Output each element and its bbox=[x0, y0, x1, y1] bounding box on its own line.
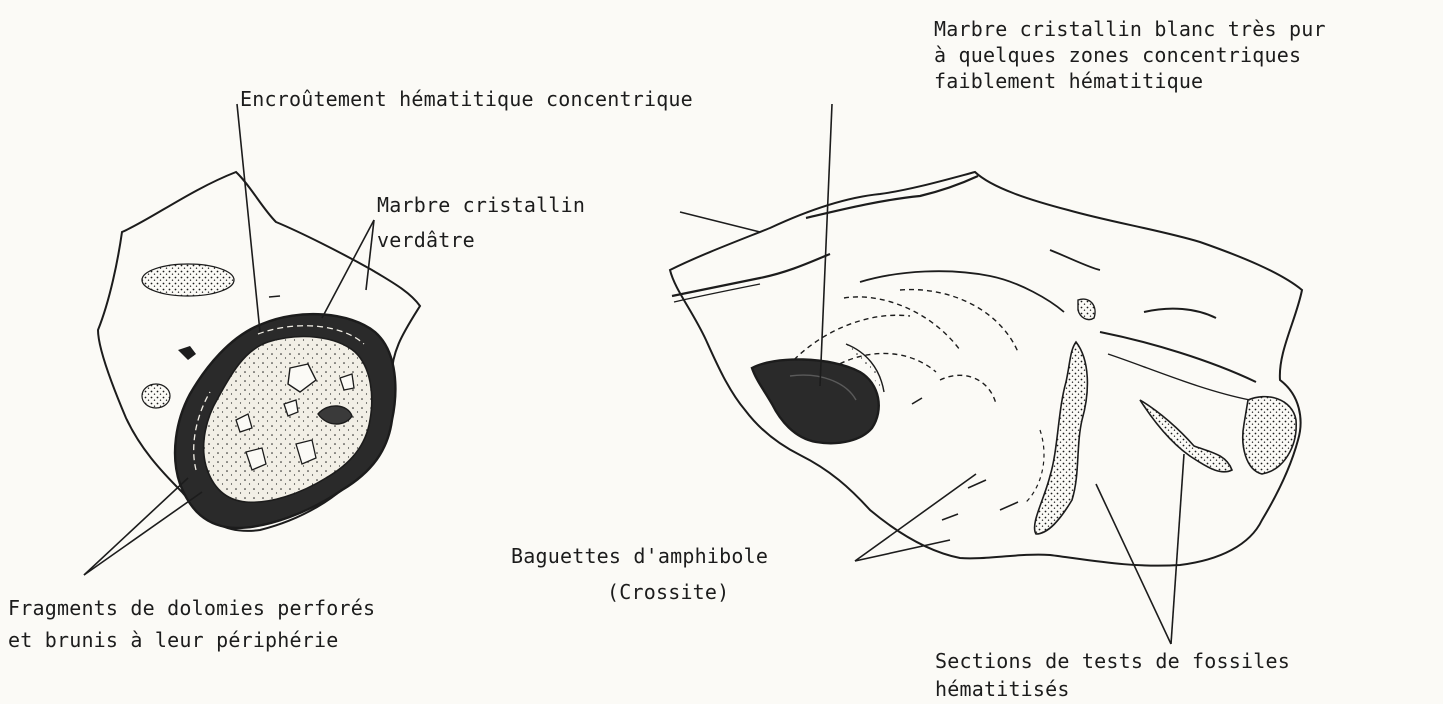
label-marbre-vert-line-1: Marbre cristallin bbox=[377, 194, 585, 217]
right-hematite-mass bbox=[752, 359, 879, 443]
fossil-section bbox=[1078, 299, 1095, 319]
amphibole-rod bbox=[942, 514, 958, 520]
amphibole-rod bbox=[968, 480, 986, 488]
fossil-section bbox=[1243, 397, 1296, 474]
left-stippled-inclusion bbox=[142, 264, 234, 296]
fossil-section bbox=[1140, 400, 1232, 472]
label-fragments-line-2: et brunis à leur périphérie bbox=[8, 629, 339, 652]
label-marbre-vert-line-2: verdâtre bbox=[377, 229, 475, 252]
label-sections-line-1: Sections de tests de fossiles bbox=[935, 650, 1290, 673]
amphibole-rod bbox=[912, 398, 922, 404]
label-baguettes-line-2: (Crossite) bbox=[607, 581, 729, 604]
label-marbre-blanc-line-3: faiblement hématitique bbox=[934, 70, 1203, 93]
left-dark-speck bbox=[178, 346, 196, 360]
label-baguettes-line-1: Baguettes d'amphibole bbox=[511, 545, 768, 568]
left-small-inclusion bbox=[142, 384, 170, 408]
label-marbre-blanc-line-2: à quelques zones concentriques bbox=[934, 44, 1301, 67]
right-specimen bbox=[670, 172, 1302, 566]
label-marbre-blanc-line-1: Marbre cristallin blanc très pur bbox=[934, 18, 1326, 41]
label-encroutement: Encroûtement hématitique concentrique bbox=[240, 88, 693, 111]
amphibole-rod bbox=[1000, 502, 1018, 510]
label-sections-line-2: hématitisés bbox=[935, 678, 1070, 701]
label-fragments-line-1: Fragments de dolomies perforés bbox=[8, 597, 375, 620]
